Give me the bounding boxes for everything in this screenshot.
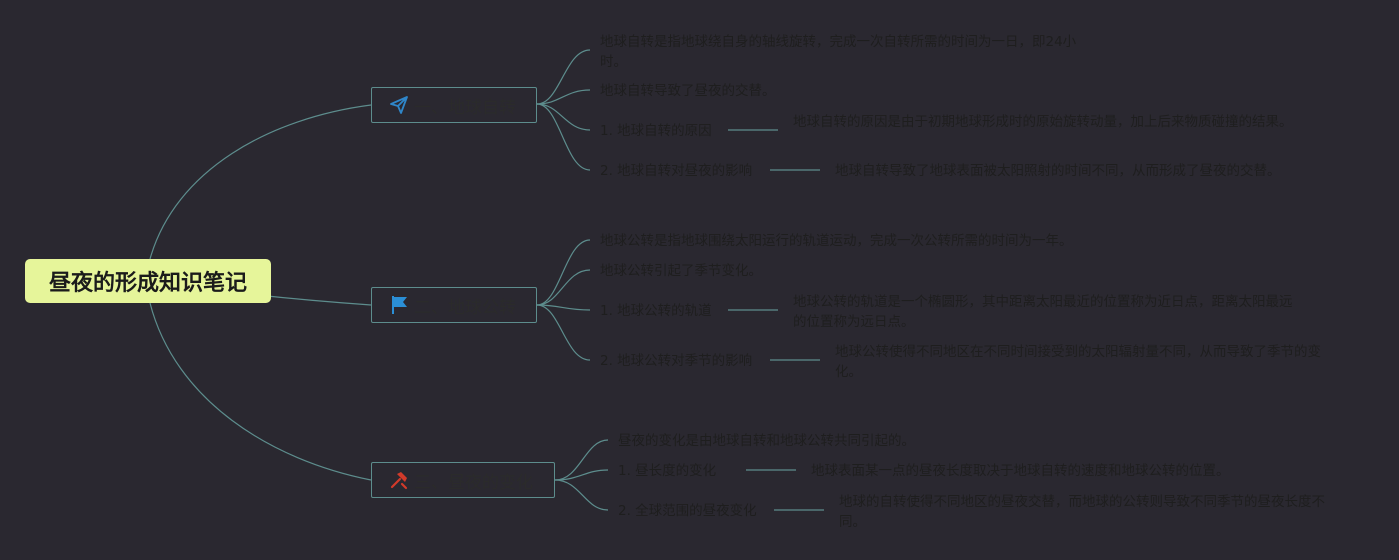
subtopic-label[interactable]: 2. 地球公转对季节的影响	[600, 353, 753, 369]
subtopic-detail[interactable]: 地球公转的轨道是一个椭圆形，其中距离太阳最近的位置称为近日点，距离太阳最远的位置…	[793, 294, 1293, 330]
branch-day-night-change[interactable]: 三、昼夜的变化	[371, 462, 555, 498]
subtopic-label[interactable]: 1. 地球自转的原因	[600, 123, 712, 139]
branch-earth-revolution[interactable]: 二、地球公转	[371, 287, 537, 323]
subtopic-detail[interactable]: 地球表面某一点的昼夜长度取决于地球自转的速度和地球公转的位置。	[811, 463, 1230, 479]
subtopic-label[interactable]: 2. 全球范围的昼夜变化	[618, 503, 757, 519]
topic-item[interactable]: 地球自转导致了昼夜的交替。	[600, 83, 776, 99]
paper-plane-icon	[388, 94, 410, 116]
subtopic-detail[interactable]: 地球的自转使得不同地区的昼夜交替，而地球的公转则导致不同季节的昼夜长度不同。	[839, 494, 1325, 530]
branch-label: 三、昼夜的变化	[414, 472, 533, 493]
subtopic-label[interactable]: 1. 地球公转的轨道	[600, 303, 712, 319]
topic-item[interactable]: 地球公转引起了季节变化。	[600, 263, 762, 279]
branch-label: 一、地球自转	[414, 97, 516, 118]
subtopic-detail[interactable]: 地球公转使得不同地区在不同时间接受到的太阳辐射量不同，从而导致了季节的变化。	[835, 344, 1321, 380]
branch-label: 二、地球公转	[414, 297, 516, 318]
branch-earth-rotation[interactable]: 一、地球自转	[371, 87, 537, 123]
flag-icon	[388, 294, 410, 316]
topic-item[interactable]: 地球自转是指地球绕自身的轴线旋转，完成一次自转所需的时间为一日，即24小时。	[600, 34, 1077, 70]
topic-item[interactable]: 昼夜的变化是由地球自转和地球公转共同引起的。	[618, 433, 915, 449]
root-topic[interactable]: 昼夜的形成知识笔记	[25, 259, 271, 303]
subtopic-label[interactable]: 2. 地球自转对昼夜的影响	[600, 163, 753, 179]
subtopic-detail[interactable]: 地球自转的原因是由于初期地球形成时的原始旋转动量，加上后来物质碰撞的结果。	[793, 114, 1293, 130]
topic-item[interactable]: 地球公转是指地球围绕太阳运行的轨道运动，完成一次公转所需的时间为一年。	[600, 233, 1073, 249]
subtopic-label[interactable]: 1. 昼长度的变化	[618, 463, 717, 479]
subtopic-detail[interactable]: 地球自转导致了地球表面被太阳照射的时间不同，从而形成了昼夜的交替。	[835, 163, 1281, 179]
hammer-icon	[388, 469, 410, 491]
